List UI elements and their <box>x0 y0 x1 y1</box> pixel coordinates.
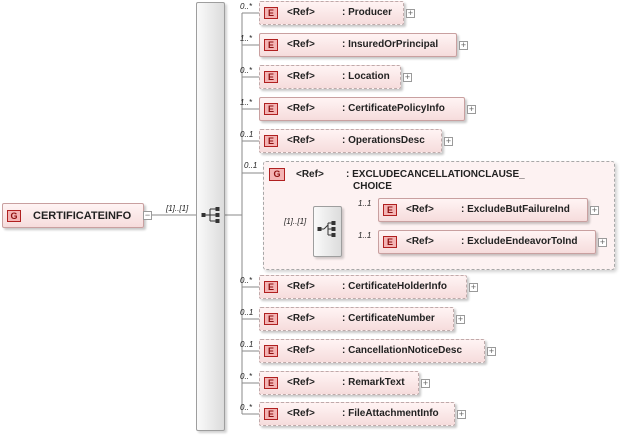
element-badge-icon: E <box>383 236 397 248</box>
ref-label: <Ref> <box>287 377 315 388</box>
ref-label: <Ref> <box>287 7 315 18</box>
element-name: : InsuredOrPrincipal <box>342 39 439 50</box>
multiplicity-label: 0..* <box>240 372 253 381</box>
element-badge-icon: E <box>264 281 278 293</box>
element-certificatenumber[interactable]: E <Ref> : CertificateNumber <box>259 307 454 331</box>
root-element-box[interactable]: G CERTIFICATEINFO <box>2 203 144 228</box>
multiplicity-label: 0..* <box>240 66 253 75</box>
collapse-icon[interactable]: − <box>143 210 152 220</box>
expand-icon[interactable]: + <box>469 282 478 292</box>
element-name: : Producer <box>342 7 393 18</box>
ref-label: <Ref> <box>287 103 315 114</box>
ref-label: <Ref> <box>287 313 315 324</box>
choice-icon <box>317 221 336 237</box>
element-badge-icon: E <box>264 7 278 19</box>
ref-label: <Ref> <box>287 408 315 419</box>
group-badge-icon: G <box>269 168 285 181</box>
element-name: : FileAttachmentInfo <box>342 408 439 419</box>
element-cancellationnoticedesc[interactable]: E <Ref> : CancellationNoticeDesc <box>259 339 485 363</box>
element-certificatepolicyinfo[interactable]: E <Ref> : CertificatePolicyInfo <box>259 97 465 121</box>
element-name: : CertificateNumber <box>342 313 435 324</box>
ref-label: <Ref> <box>287 39 315 50</box>
expand-icon[interactable]: + <box>403 72 412 82</box>
expand-icon[interactable]: + <box>444 136 453 146</box>
element-certificateholderinfo[interactable]: E <Ref> : CertificateHolderInfo <box>259 275 467 299</box>
element-badge-icon: E <box>264 377 278 389</box>
element-badge-icon: E <box>264 135 278 147</box>
expand-icon[interactable]: + <box>457 409 466 419</box>
element-name: : CancellationNoticeDesc <box>342 345 463 356</box>
expand-icon[interactable]: + <box>406 8 415 18</box>
choice-name-line2: CHOICE <box>353 181 392 192</box>
multiplicity-label: 1..* <box>240 98 253 107</box>
multiplicity-label: 0..1 <box>240 308 254 317</box>
ref-label: <Ref> <box>296 169 324 180</box>
element-producer[interactable]: E <Ref> : Producer <box>259 1 404 25</box>
element-name: : ExcludeButFailureInd <box>461 204 570 215</box>
expand-icon[interactable]: + <box>421 378 430 388</box>
expand-icon[interactable]: + <box>456 314 465 324</box>
expand-icon[interactable]: + <box>459 40 468 50</box>
element-excludeendeavortoind[interactable]: E <Ref> : ExcludeEndeavorToInd <box>378 230 596 254</box>
ref-label: <Ref> <box>406 236 434 247</box>
element-operationsdesc[interactable]: E <Ref> : OperationsDesc <box>259 129 442 153</box>
expand-icon[interactable]: + <box>598 237 607 247</box>
element-name: : RemarkText <box>342 377 405 388</box>
choice-name-line1: : EXCLUDECANCELLATIONCLAUSE_ <box>346 169 525 180</box>
choice-inner-multiplicity: [1]..[1] <box>284 217 307 226</box>
element-excludebutfailureind[interactable]: E <Ref> : ExcludeButFailureInd <box>378 198 588 222</box>
multiplicity-label: 1..* <box>240 34 253 43</box>
choice-compositor[interactable] <box>313 206 342 257</box>
element-name: : CertificatePolicyInfo <box>342 103 445 114</box>
expand-icon[interactable]: + <box>467 104 476 114</box>
element-remarktext[interactable]: E <Ref> : RemarkText <box>259 371 419 395</box>
element-badge-icon: E <box>264 71 278 83</box>
sequence-icon <box>201 207 220 223</box>
root-multiplicity: [1]..[1] <box>166 204 189 213</box>
choice-multiplicity: 0..1 <box>244 161 258 170</box>
element-name: : CertificateHolderInfo <box>342 281 448 292</box>
ref-label: <Ref> <box>287 135 315 146</box>
element-name: : Location <box>342 71 390 82</box>
ref-label: <Ref> <box>287 345 315 356</box>
multiplicity-label: 1..1 <box>358 231 372 240</box>
multiplicity-label: 0..* <box>240 403 253 412</box>
multiplicity-label: 0..1 <box>240 130 254 139</box>
element-badge-icon: E <box>264 313 278 325</box>
element-badge-icon: E <box>383 204 397 216</box>
root-element-name: CERTIFICATEINFO <box>33 210 132 222</box>
element-badge-icon: E <box>264 345 278 357</box>
element-name: : ExcludeEndeavorToInd <box>461 236 578 247</box>
element-name: : OperationsDesc <box>342 135 425 146</box>
element-fileattachmentinfo[interactable]: E <Ref> : FileAttachmentInfo <box>259 402 455 426</box>
ref-label: <Ref> <box>406 204 434 215</box>
multiplicity-label: 0..* <box>240 2 253 11</box>
element-location[interactable]: E <Ref> : Location <box>259 65 401 89</box>
multiplicity-label: 0..* <box>240 276 253 285</box>
element-badge-icon: E <box>264 103 278 115</box>
element-badge-icon: E <box>264 408 278 420</box>
multiplicity-label: 0..1 <box>240 340 254 349</box>
multiplicity-label: 1..1 <box>358 199 372 208</box>
ref-label: <Ref> <box>287 281 315 292</box>
element-insuredorprincipal[interactable]: E <Ref> : InsuredOrPrincipal <box>259 33 457 57</box>
expand-icon[interactable]: + <box>487 346 496 356</box>
expand-icon[interactable]: + <box>590 205 599 215</box>
element-badge-icon: E <box>264 39 278 51</box>
group-badge-icon: G <box>7 210 21 222</box>
ref-label: <Ref> <box>287 71 315 82</box>
